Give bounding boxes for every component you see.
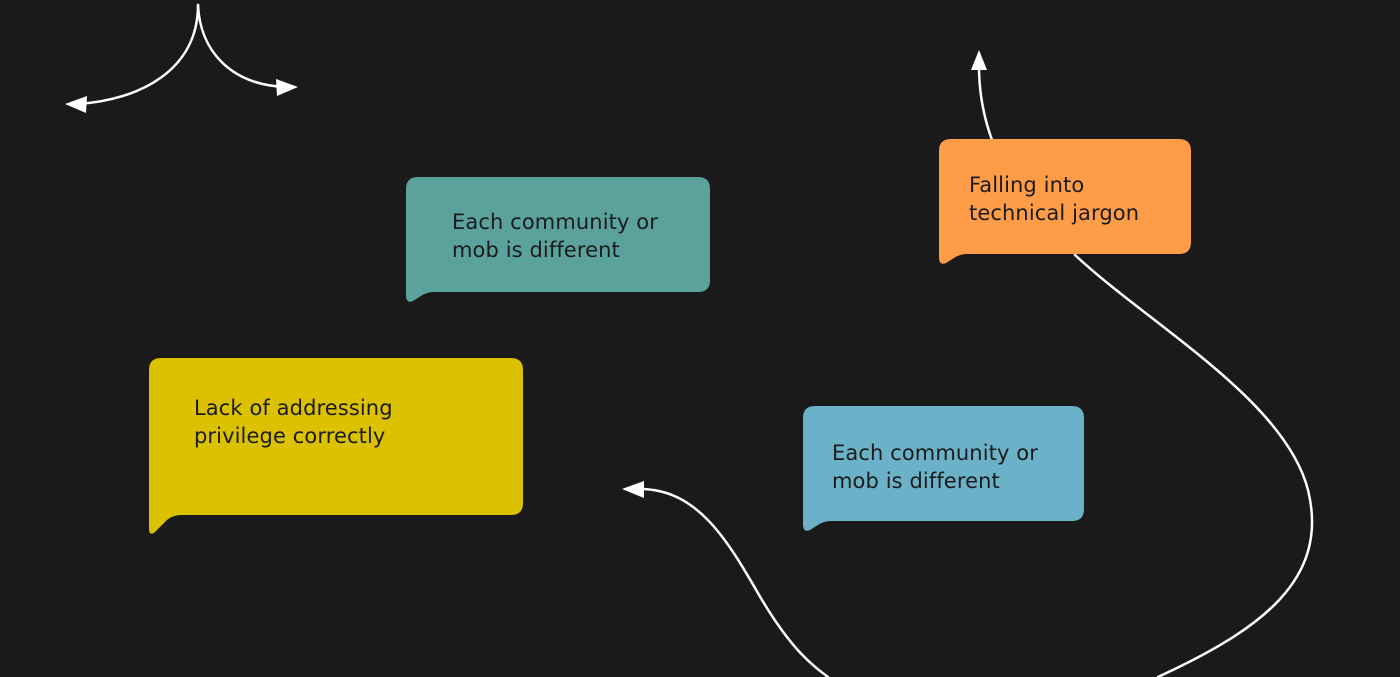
orange-up-arrow-head bbox=[971, 50, 987, 70]
speech-bubble-blue-shape bbox=[803, 406, 1084, 531]
speech-bubble-yellow-line-1: Lack of addressing bbox=[194, 396, 393, 420]
long-curve-line bbox=[1073, 253, 1314, 677]
speech-bubble-orange: Falling into technical jargon bbox=[939, 139, 1191, 264]
bottom-left-arrow-head bbox=[622, 481, 644, 498]
speech-bubble-blue-line-2: mob is different bbox=[832, 469, 1000, 493]
speech-bubble-teal-shape bbox=[406, 177, 710, 302]
speech-bubble-orange-line-2: technical jargon bbox=[969, 201, 1140, 225]
speech-bubble-yellow-line-2: privilege correctly bbox=[194, 424, 386, 448]
speech-bubble-orange-text: Falling into technical jargon bbox=[969, 171, 1139, 227]
speech-bubble-teal-line-1: Each community or bbox=[452, 210, 658, 234]
speech-bubble-yellow-shape bbox=[149, 358, 523, 534]
speech-bubble-orange-line-1: Falling into bbox=[969, 173, 1085, 197]
speech-bubble-blue: Each community or mob is different bbox=[803, 406, 1084, 531]
bottom-left-arrow-line bbox=[638, 487, 830, 677]
orange-up-arrow-line bbox=[977, 64, 994, 142]
speech-bubble-teal-text: Each community or mob is different bbox=[452, 208, 658, 264]
speech-bubble-blue-text: Each community or mob is different bbox=[832, 439, 1038, 495]
speech-bubble-blue-line-1: Each community or bbox=[832, 441, 1038, 465]
forked-arrow-left-head bbox=[65, 96, 87, 113]
forked-arrow-right-head bbox=[276, 79, 298, 96]
speech-bubble-yellow-text: Lack of addressing privilege correctly bbox=[194, 394, 393, 450]
speech-bubble-yellow: Lack of addressing privilege correctly bbox=[149, 358, 523, 534]
speech-bubble-teal-line-2: mob is different bbox=[452, 238, 620, 262]
forked-arrow bbox=[76, 3, 288, 106]
speech-bubble-teal: Each community or mob is different bbox=[406, 177, 710, 302]
forked-arrow-right-branch bbox=[196, 3, 288, 89]
speech-bubble-orange-shape bbox=[939, 139, 1191, 264]
forked-arrow-left-branch bbox=[76, 3, 200, 106]
